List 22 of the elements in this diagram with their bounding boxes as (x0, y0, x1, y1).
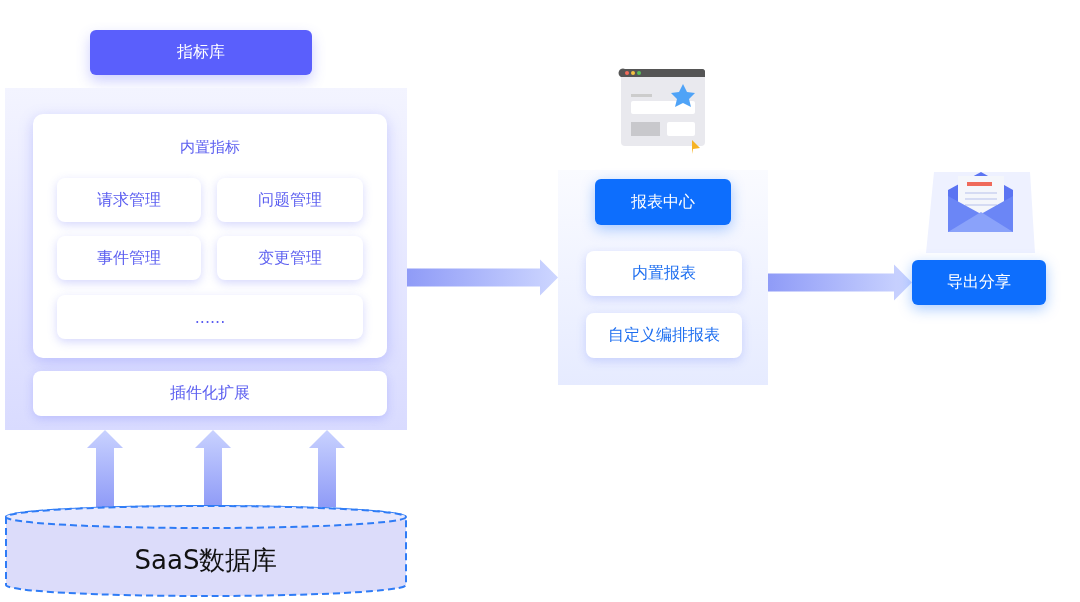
item-box: 内置报表 (586, 251, 742, 296)
card (33, 114, 387, 358)
arrow (195, 430, 231, 507)
arrow (768, 264, 912, 301)
item-box: 变更管理 (217, 236, 363, 280)
card-heading: 内置指标 (179, 138, 241, 157)
item-box: 插件化扩展 (33, 371, 387, 416)
arrow (309, 430, 345, 507)
item-box: ...... (57, 295, 363, 339)
action-box: 报表中心 (595, 179, 731, 225)
arrow (407, 259, 558, 296)
database-label: SaaS数据库 (134, 543, 278, 577)
panel-background (5, 88, 407, 430)
action-box: 导出分享 (912, 260, 1046, 305)
panel-background (558, 170, 768, 385)
item-box: 请求管理 (57, 178, 201, 222)
item-box: 问题管理 (217, 178, 363, 222)
header-box: 指标库 (90, 30, 312, 75)
database-cylinder (5, 505, 407, 597)
item-box: 事件管理 (57, 236, 201, 280)
item-box: 自定义编排报表 (586, 313, 742, 358)
arrow (87, 430, 123, 507)
